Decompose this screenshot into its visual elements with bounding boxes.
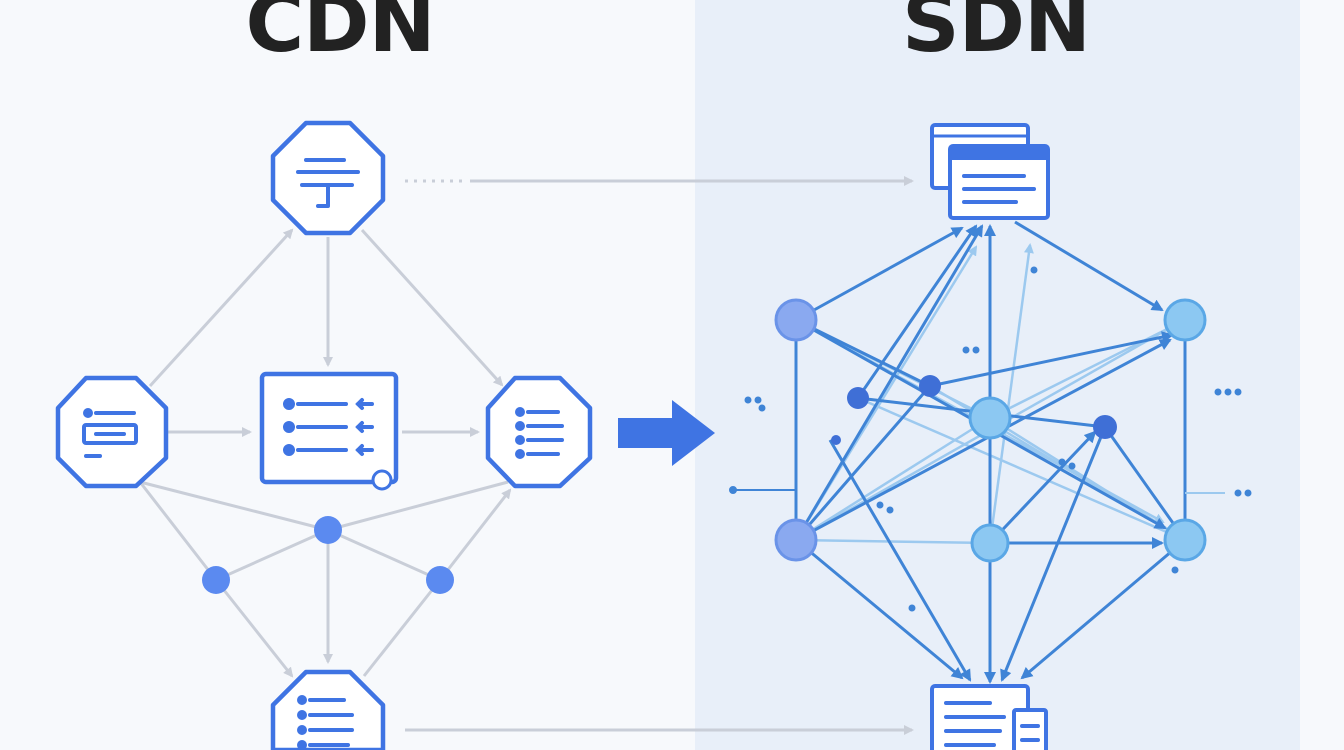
edge-controller-to-ne [1014, 220, 1164, 312]
sdn-node-nw [774, 298, 818, 342]
sdn-title: SDN [902, 0, 1091, 70]
sdn-diagram [729, 123, 1252, 750]
sdn-node-mid-right [1093, 415, 1117, 439]
document-lines-icon [296, 158, 360, 208]
cdn-bottom-node [270, 669, 386, 750]
sdn-node-center [968, 396, 1012, 440]
edge-se-to-bottom [1020, 538, 1186, 680]
sdn-node-ne [1163, 298, 1207, 342]
edge-sw-to-bottom [795, 538, 964, 680]
edge-mid-to-controller [856, 224, 978, 399]
sdn-node-se [1163, 518, 1207, 562]
list-icon [515, 407, 564, 459]
edge-mid-to-ne [929, 331, 1174, 388]
edge-sw-to-ne [795, 338, 1172, 542]
form-fields-icon [82, 408, 138, 458]
sdn-node-mid-upper [919, 375, 941, 397]
edge-hub-to-bottom [1000, 426, 1107, 682]
cdn-dot-left [202, 566, 230, 594]
sdn-edges [794, 220, 1187, 684]
sdn-node-mid-left [847, 387, 869, 409]
edge-dotleft-to-bottom [214, 579, 294, 678]
cdn-title: CDN [245, 0, 435, 70]
edge-left-to-top [148, 228, 294, 388]
cdn-right-node [485, 375, 593, 489]
document-stack-icon [930, 684, 1048, 750]
sdn-node-sw [774, 518, 818, 562]
edge-mid-to-bottom [828, 439, 972, 682]
sdn-nodes [774, 298, 1207, 563]
status-indicator [371, 469, 393, 491]
edge-hub-to-dotright [327, 528, 441, 582]
edge-dotright-to-bottom [362, 579, 442, 677]
cdn-center-node [259, 371, 399, 491]
edge-nw-to-controller [795, 226, 964, 322]
edge-hub-to-dotleft [215, 528, 329, 582]
sdn-node-small-left [831, 435, 841, 445]
document-lines-icon [283, 398, 374, 456]
sdn-leaders [729, 266, 1252, 612]
stacked-windows-icon [930, 123, 1050, 220]
cdn-diagram [55, 120, 914, 750]
edge-sw-to-controller [794, 224, 984, 541]
edge-left-to-dotleft [138, 481, 218, 581]
cdn-dot-right [426, 566, 454, 594]
list-icon [297, 695, 354, 750]
sdn-node-lower-center [970, 523, 1010, 563]
cdn-left-node [55, 375, 169, 489]
edge-right-to-hub [327, 480, 509, 532]
cdn-top-node [270, 120, 386, 236]
edge-top-to-right [360, 228, 504, 387]
edge-sw-to-mid [794, 385, 932, 541]
edge-se-to-hub [1103, 426, 1187, 541]
edge-left-to-hub [139, 480, 329, 532]
cdn-hub-dot [314, 516, 342, 544]
edge-lowc-to-hub [988, 430, 1097, 545]
cdn-edges [138, 176, 914, 735]
arrow-right-icon [618, 400, 715, 466]
edge-dotright-to-right [438, 488, 512, 581]
